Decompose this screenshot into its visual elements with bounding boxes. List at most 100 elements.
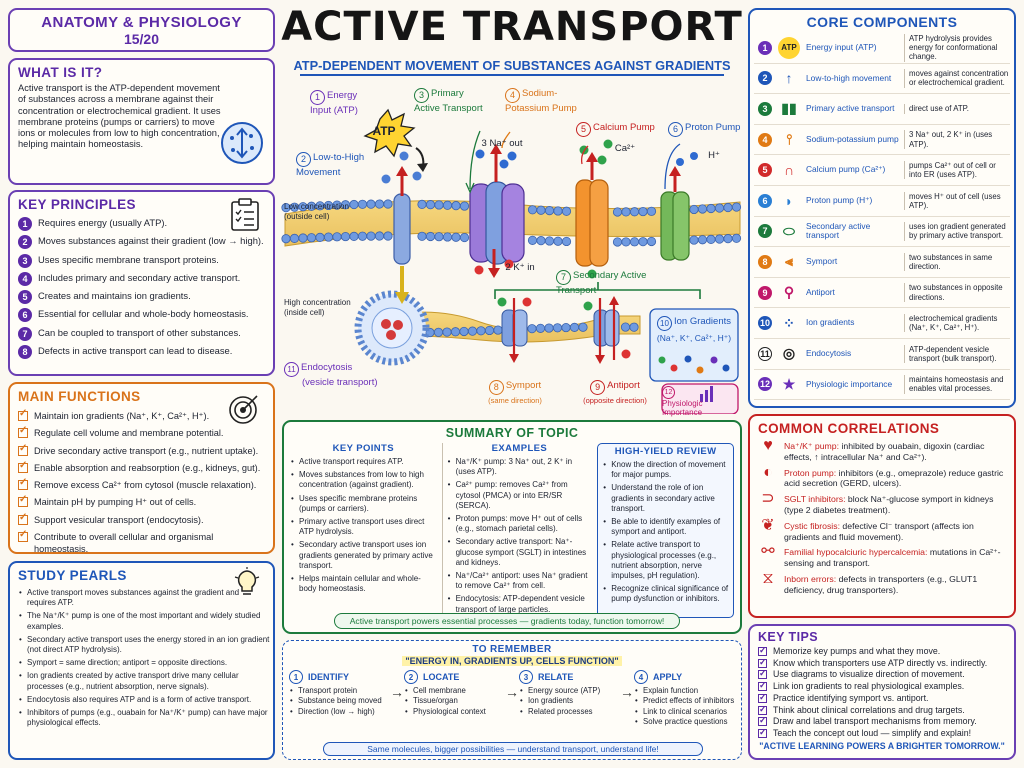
step-item: Transport protein — [289, 686, 390, 696]
remember-step: 3RELATEEnergy source (ATP)Ion gradientsR… — [519, 670, 620, 728]
component-name: Energy input (ATP) — [806, 42, 877, 52]
tip-text: Memorize key pumps and what they move. — [773, 646, 941, 656]
checkbox-icon — [758, 692, 767, 703]
component-name: Physiologic importance — [806, 378, 893, 389]
what-text: Active transport is the ATP-dependent mo… — [18, 83, 221, 150]
step-number: 1 — [289, 670, 303, 684]
phospholipid-head — [697, 235, 708, 245]
checkbox-icon — [18, 425, 28, 439]
phospholipid-head — [646, 236, 657, 247]
function-text: Regulate cell volume and membrane potent… — [34, 428, 224, 439]
phospholipid-head — [476, 326, 486, 336]
correlation-detail: defective Cl⁻ transport (affects ion gra… — [784, 520, 974, 542]
component-desc: ATP-dependent vesicle transport (bulk tr… — [904, 344, 1010, 363]
step-item: Ion gradients — [519, 696, 620, 706]
correlation-item: ◐Proton pump: inhibitors (e.g., omeprazo… — [758, 464, 1006, 490]
phospholipid-head — [357, 199, 368, 209]
phospholipid-head — [731, 233, 742, 243]
tip-item: Practice identifying symport vs. antipor… — [758, 692, 1006, 703]
checkbox-icon — [758, 657, 767, 668]
pearl-item: Symport = same direction; antiport = opp… — [18, 658, 270, 668]
label-secondary-active-text: Secondary Active Transport — [556, 270, 647, 296]
function-item: Contribute to overall cellular and organ… — [18, 529, 265, 552]
summary-hy-item: Know the direction of movement for major… — [602, 460, 729, 480]
pearls-title: STUDY PEARLS — [18, 568, 127, 583]
phospholipid-head — [731, 202, 742, 212]
summary-hy-item: Understand the role of ion gradients in … — [602, 483, 729, 514]
phospholipid-head — [527, 324, 537, 334]
component-desc: two substances in opposite directions. — [904, 283, 1010, 302]
principle-text: Defects in active transport can lead to … — [38, 345, 233, 357]
phospholipid-head — [536, 236, 546, 246]
phospholipid-head — [442, 200, 453, 210]
correlation-text: Proton pump: inhibitors (e.g., omeprazol… — [784, 468, 1006, 490]
phospholipid-head — [714, 203, 725, 213]
pearl-item: Ion gradients created by active transpor… — [18, 671, 270, 691]
step-item: Physiological context — [404, 707, 505, 717]
arrow-right-icon: → — [505, 684, 519, 700]
phospholipid-head — [323, 232, 334, 242]
tip-text: Link ion gradients to real physiological… — [773, 681, 965, 692]
component-number: 6 — [758, 193, 772, 208]
tip-text: Practice identifying symport vs. antipor… — [773, 692, 929, 703]
checkbox-icon — [758, 715, 767, 727]
summary-hy-item: Relate active transport to physiological… — [602, 540, 729, 581]
summary-kp-list: Active transport requires ATP.Moves subs… — [290, 457, 437, 594]
summary-keypoints: KEY POINTS Active transport requires ATP… — [290, 443, 437, 618]
correlation-detail: inhibitors (e.g., omeprazole) reduce gas… — [784, 467, 1004, 489]
page-subtitle: ATP-DEPENDENT MOVEMENT OF SUBSTANCES AGA… — [293, 58, 731, 73]
tip-item: Draw and label transport mechanisms from… — [758, 715, 1006, 727]
pearl-item: Inhibitors of pumps (e.g., ouabain for N… — [18, 708, 270, 728]
step-item: Substance being moved — [289, 696, 390, 706]
component-name: Primary active transport — [806, 103, 895, 114]
summary-kp-title: KEY POINTS — [332, 443, 394, 454]
correlation-item: ⧖Inborn errors: defects in transporters … — [758, 571, 1006, 596]
tip-text: Think about clinical correlations and dr… — [773, 704, 965, 715]
component-desc: pumps Ca²⁺ out of cell or into ER (uses … — [904, 160, 1010, 180]
principle-text: Essential for cellular and whole-body ho… — [38, 308, 249, 320]
tips-title: KEY TIPS — [758, 630, 818, 644]
component-desc: moves H⁺ out of cell (uses ATP). — [904, 191, 1010, 210]
phospholipid-head — [544, 323, 554, 333]
principle-text: Requires energy (usually ATP). — [38, 217, 168, 228]
function-text: Support vesicular transport (endocytosis… — [34, 514, 204, 525]
step-item: Related processes — [519, 707, 620, 717]
phospholipid-head — [374, 231, 385, 241]
component-desc: two substances in same direction. — [904, 252, 1010, 272]
phospholipid-head — [493, 325, 503, 335]
step-list: Energy source (ATP)Ion gradientsRelated … — [519, 686, 620, 717]
remember-motto: "ENERGY IN, GRADIENTS UP, CELLS FUNCTION… — [402, 656, 622, 666]
label-proton-pump-text: Proton Pump — [685, 122, 741, 133]
label-k-in: 2 K⁺ in — [505, 262, 535, 273]
label-secondary-active-number: 7 — [556, 270, 571, 285]
checkbox-icon — [18, 443, 28, 456]
component-number: 10 — [758, 316, 772, 331]
phospholipid-head — [434, 232, 444, 242]
principle-number: 3 — [18, 253, 32, 268]
phospholipid-head — [349, 231, 359, 241]
summary-hy-item: Recognize clinical significance of pump … — [602, 584, 729, 604]
component-name: Proton pump (H⁺) — [806, 194, 873, 205]
organ-icon: ❦ — [761, 516, 775, 534]
label-physiologic-importance-number: 12 — [662, 386, 675, 399]
checkbox-icon — [758, 645, 767, 656]
label-na-k-pump-text: Sodium-Potassium Pump — [505, 88, 577, 114]
principles-title: KEY PRINCIPLES — [18, 197, 136, 212]
component-icon: ★ — [782, 375, 796, 392]
step-number: 4 — [634, 670, 648, 684]
summary-hy-title: HIGH-YIELD REVIEW — [614, 446, 717, 457]
principle-number: 5 — [18, 290, 32, 305]
function-text: Maintain ion gradients (Na⁺, K⁺, Ca²⁺, H… — [34, 411, 210, 421]
component-name: Calcium pump (Ca²⁺) — [806, 164, 886, 175]
label-endocytosis-number: 11 — [284, 362, 299, 377]
label-symport-number: 8 — [488, 380, 504, 395]
component-name: Low-to-high movement — [806, 72, 892, 83]
